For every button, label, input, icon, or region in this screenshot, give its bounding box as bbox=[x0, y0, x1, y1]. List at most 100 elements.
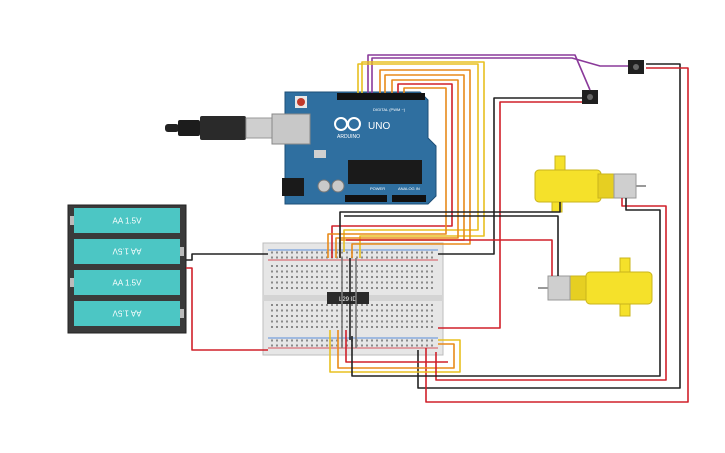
breadboard-hole bbox=[356, 287, 358, 289]
battery-cell: AA 1.5V bbox=[70, 270, 180, 295]
breadboard-hole bbox=[306, 251, 308, 254]
breadboard-hole bbox=[391, 320, 393, 323]
breadboard-hole bbox=[326, 320, 328, 323]
breadboard-hole bbox=[411, 320, 413, 323]
breadboard-hole bbox=[346, 344, 348, 347]
breadboard-hole bbox=[381, 315, 383, 317]
breadboard-hole bbox=[311, 270, 313, 273]
breadboard-hole bbox=[401, 251, 403, 254]
breadboard-hole bbox=[286, 315, 288, 317]
motor-top[interactable] bbox=[534, 155, 646, 213]
breadboard-hole bbox=[346, 270, 348, 273]
breadboard-hole bbox=[386, 256, 388, 259]
breadboard-hole bbox=[386, 339, 388, 342]
breadboard-hole bbox=[316, 276, 318, 278]
breadboard-hole bbox=[271, 251, 273, 254]
arduino-board[interactable]: ARDUINO UNO DIGITAL (PWM ~) POWER ANALOG… bbox=[271, 91, 437, 205]
breadboard-hole bbox=[276, 287, 278, 289]
breadboard-hole bbox=[331, 287, 333, 289]
breadboard-hole bbox=[406, 326, 408, 328]
breadboard-hole bbox=[276, 270, 278, 273]
breadboard-hole bbox=[371, 265, 373, 267]
breadboard-hole bbox=[351, 326, 353, 328]
sensor-left[interactable] bbox=[582, 90, 598, 104]
breadboard-hole bbox=[366, 304, 368, 306]
breadboard-hole bbox=[286, 276, 288, 278]
breadboard-hole bbox=[396, 276, 398, 278]
breadboard-hole bbox=[416, 287, 418, 289]
breadboard-hole bbox=[416, 276, 418, 278]
breadboard-hole bbox=[286, 309, 288, 312]
breadboard-hole bbox=[346, 251, 348, 254]
breadboard-hole bbox=[291, 256, 293, 259]
breadboard-hole bbox=[316, 251, 318, 254]
breadboard-hole bbox=[371, 309, 373, 312]
wire-battery-red bbox=[186, 267, 268, 351]
breadboard-hole bbox=[426, 304, 428, 306]
breadboard-hole bbox=[411, 339, 413, 342]
breadboard-hole bbox=[381, 344, 383, 347]
breadboard-hole bbox=[421, 276, 423, 278]
breadboard-hole bbox=[371, 256, 373, 259]
breadboard-hole bbox=[421, 281, 423, 284]
sensor-right[interactable] bbox=[628, 60, 644, 74]
breadboard-hole bbox=[301, 344, 303, 347]
breadboard-hole bbox=[286, 256, 288, 259]
breadboard-hole bbox=[391, 276, 393, 278]
breadboard-hole bbox=[391, 309, 393, 312]
breadboard-hole bbox=[321, 309, 323, 312]
breadboard-hole bbox=[421, 320, 423, 323]
breadboard-hole bbox=[426, 256, 428, 259]
breadboard-hole bbox=[271, 304, 273, 306]
breadboard-hole bbox=[271, 256, 273, 259]
breadboard-hole bbox=[301, 265, 303, 267]
power-label: POWER bbox=[370, 186, 385, 191]
breadboard-hole bbox=[396, 304, 398, 306]
breadboard-hole bbox=[356, 339, 358, 342]
wire-orange-1 bbox=[351, 69, 471, 258]
breadboard-hole bbox=[301, 256, 303, 259]
breadboard-hole bbox=[401, 326, 403, 328]
breadboard-hole bbox=[431, 270, 433, 273]
breadboard-hole bbox=[311, 309, 313, 312]
breadboard-hole bbox=[366, 256, 368, 259]
breadboard-hole bbox=[311, 265, 313, 267]
breadboard-hole bbox=[396, 344, 398, 347]
breadboard-hole bbox=[391, 256, 393, 259]
breadboard-hole bbox=[306, 270, 308, 273]
breadboard-hole bbox=[346, 309, 348, 312]
breadboard-hole bbox=[386, 251, 388, 254]
breadboard-hole bbox=[276, 315, 278, 317]
arduino-brand: ARDUINO bbox=[337, 134, 360, 140]
breadboard-hole bbox=[426, 320, 428, 323]
driver-ic[interactable]: L293D bbox=[327, 292, 369, 304]
breadboard-hole bbox=[431, 281, 433, 284]
breadboard-hole bbox=[346, 339, 348, 342]
breadboard-hole bbox=[431, 287, 433, 289]
breadboard-hole bbox=[361, 276, 363, 278]
breadboard-hole bbox=[346, 326, 348, 328]
breadboard-hole bbox=[321, 265, 323, 267]
breadboard-hole bbox=[366, 344, 368, 347]
breadboard-hole bbox=[336, 344, 338, 347]
breadboard-hole bbox=[271, 315, 273, 317]
breadboard-hole bbox=[391, 270, 393, 273]
breadboard-hole bbox=[386, 320, 388, 323]
breadboard-hole bbox=[326, 344, 328, 347]
breadboard-hole bbox=[371, 320, 373, 323]
breadboard-hole bbox=[376, 276, 378, 278]
breadboard-hole bbox=[426, 326, 428, 328]
breadboard-hole bbox=[366, 309, 368, 312]
breadboard-hole bbox=[416, 265, 418, 267]
breadboard-hole bbox=[376, 251, 378, 254]
battery-cell-label: AA 1.5V bbox=[113, 279, 143, 288]
breadboard-hole bbox=[386, 287, 388, 289]
breadboard-hole bbox=[401, 320, 403, 323]
breadboard-hole bbox=[326, 315, 328, 317]
breadboard-hole bbox=[326, 309, 328, 312]
breadboard-hole bbox=[416, 256, 418, 259]
motor-bottom[interactable] bbox=[538, 257, 653, 317]
breadboard-hole bbox=[296, 309, 298, 312]
